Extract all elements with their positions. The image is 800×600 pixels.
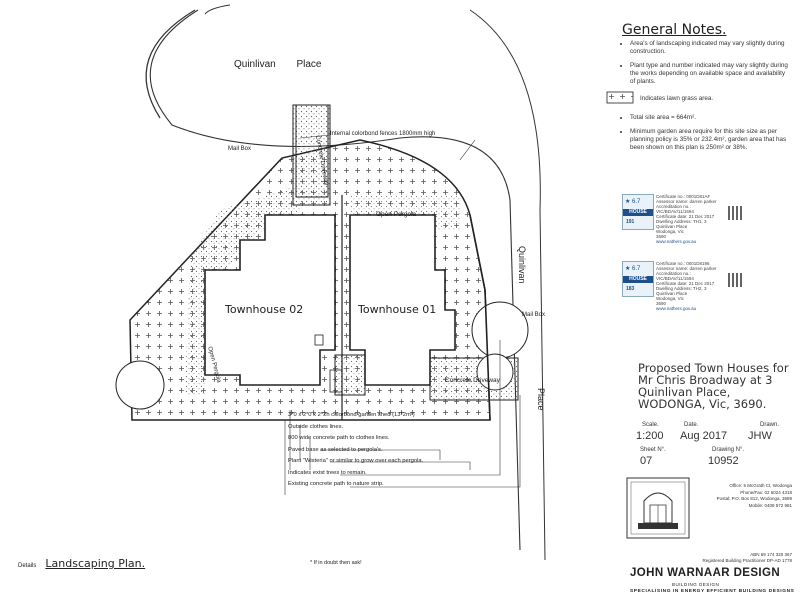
sheet-label: Sheet N°. bbox=[640, 447, 666, 453]
company-tagline: SPECIALISING IN ENERGY EFFICIENT BUILDIN… bbox=[630, 589, 795, 594]
callout-shed: 3*0 x 2*0 x 2*2h colorbond garden shed (… bbox=[288, 412, 415, 418]
townhouse-01-footprint bbox=[349, 214, 456, 386]
townhouse-02-label: Townhouse 02 bbox=[225, 303, 304, 316]
notes-block-2: Total site area = 664m². Minimum garden … bbox=[620, 114, 790, 158]
scale-value: 1:200 bbox=[636, 430, 664, 442]
callout-path: 800 wide concrete path to clothes lines. bbox=[288, 435, 390, 441]
company-logo bbox=[626, 477, 690, 539]
energy-cert-1: ★ 6.7 HOUSE 191 Certificate no.: 0001D81… bbox=[622, 190, 742, 244]
shed-rect bbox=[334, 354, 366, 396]
street-label-top: Quinlivan Place bbox=[234, 59, 322, 70]
tree-left bbox=[115, 360, 165, 410]
star-icon: ★ 6.7 bbox=[625, 199, 641, 205]
details-label: Details bbox=[18, 563, 37, 569]
sheet-value: 07 bbox=[640, 455, 653, 467]
driveway-top bbox=[295, 104, 329, 198]
callout-clothes: Outside clothes lines. bbox=[288, 423, 344, 430]
street-label-vertical: Quinlivan bbox=[517, 246, 527, 284]
details-footer: Details Landscaping Plan. bbox=[18, 557, 145, 570]
mailbox-label-1: Mail Box bbox=[228, 146, 252, 152]
house-rating-logo: ★ 6.7 HOUSE 191 bbox=[622, 194, 654, 230]
drawn-value: JHW bbox=[748, 430, 772, 442]
note-item: Minimum garden area require for this sit… bbox=[630, 128, 790, 152]
details-title: Landscaping Plan. bbox=[45, 557, 146, 570]
callout-wisteria: Plant "Wisteria" or similar to grow over… bbox=[288, 458, 424, 464]
drawing-label: Drawing N°. bbox=[712, 447, 745, 453]
note-item: Plant type and number indicated may vary… bbox=[630, 62, 790, 86]
if-in-doubt-note: * If in doubt then ask! bbox=[310, 560, 362, 566]
lawn-legend-swatch bbox=[606, 91, 634, 104]
star-icon: ★ 6.7 bbox=[625, 266, 641, 272]
callout-paved: Paved base as selected to pergola's. bbox=[288, 446, 383, 453]
fence-note: Internal colorbond fences 1800mm high bbox=[330, 131, 436, 137]
drawing-value: 10952 bbox=[708, 455, 739, 467]
clothes-line-post bbox=[314, 334, 324, 346]
road-curb-outer bbox=[204, 4, 231, 15]
qr-code-icon bbox=[728, 206, 742, 220]
townhouse-01-label: Townhouse 01 bbox=[358, 303, 437, 316]
drawn-label: Drawn. bbox=[760, 422, 780, 428]
note-item: Area's of landscaping indicated may vary… bbox=[630, 40, 790, 56]
callout-existing-path: Existing concrete path to nature strip. bbox=[288, 481, 384, 487]
office-details: Office: 5 McGrath Ct, Wodonga Phone/Fax:… bbox=[716, 483, 792, 508]
project-title: Proposed Town Houses for Mr Chris Broadw… bbox=[638, 361, 789, 411]
tree-bottom bbox=[476, 353, 514, 391]
callout-trees: Indicates exist trees to remain. bbox=[288, 469, 367, 476]
townhouse-02-footprint bbox=[204, 214, 336, 386]
road-arc-left bbox=[145, 9, 196, 119]
street-label-place: Place bbox=[536, 388, 546, 411]
date-value: Aug 2017 bbox=[680, 430, 728, 442]
energy-cert-2: ★ 6.7 HOUSE 183 Certificate no.: 0001D81… bbox=[622, 257, 742, 311]
notes-title: General Notes. bbox=[622, 22, 727, 38]
garden-bed-left bbox=[185, 188, 300, 395]
scale-label: Scale. bbox=[642, 422, 659, 428]
notes-block: Area's of landscaping indicated may vary… bbox=[620, 40, 790, 92]
pergola-label-1: Open Pergola bbox=[376, 211, 417, 218]
qr-code-icon bbox=[728, 273, 742, 287]
callout-list: 3*0 x 2*0 x 2*2h colorbond garden shed (… bbox=[288, 410, 423, 491]
date-label: Date. bbox=[684, 422, 699, 428]
company-name: JOHN WARNAAR DESIGN bbox=[630, 567, 781, 579]
house-rating-logo: ★ 6.7 HOUSE 183 bbox=[622, 261, 654, 297]
lawn-legend-label: Indicates lawn grass area. bbox=[640, 95, 714, 102]
note-item: Total site area = 664m². bbox=[630, 114, 790, 122]
road-edge bbox=[469, 9, 546, 561]
company-sub: BUILDING DESIGN bbox=[672, 582, 720, 587]
mailbox-label-2: Mail Box bbox=[522, 312, 546, 318]
abn-details: ABN 69 174 320 367 Registered Building P… bbox=[702, 552, 792, 563]
road-curb-inner bbox=[149, 9, 521, 551]
driveway-label-2: Concrete Driveway bbox=[445, 377, 500, 384]
